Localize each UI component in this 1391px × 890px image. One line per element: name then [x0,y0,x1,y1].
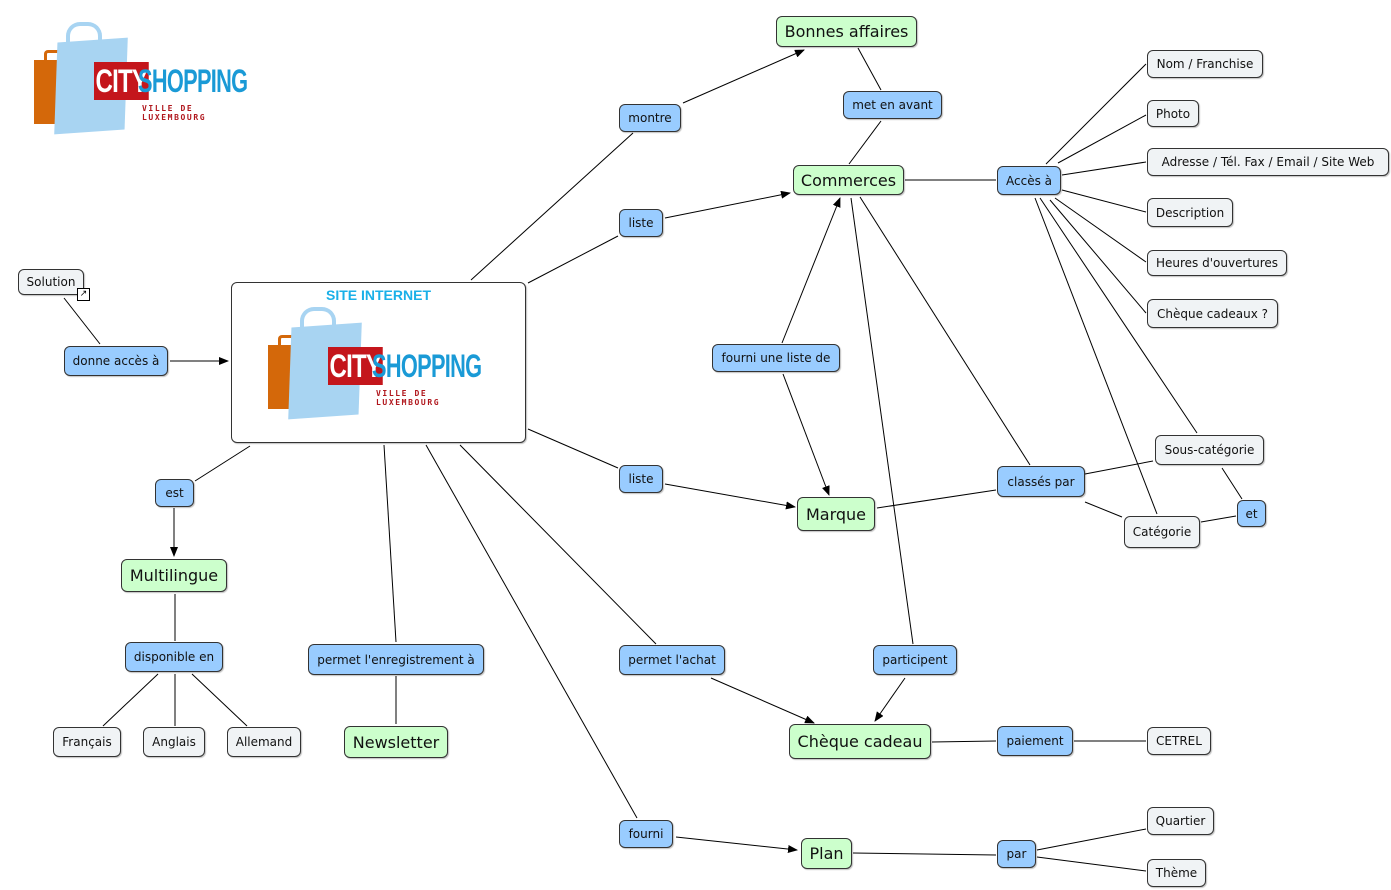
logo-subtitle: VILLE DE LUXEMBOURG [142,104,207,122]
logo-city-text: CITY [94,62,149,100]
leaf-allemand[interactable]: Allemand [227,727,301,757]
shortcut-arrow-icon[interactable]: ↗ [77,288,90,301]
concept-commerces[interactable]: Commerces [793,165,904,195]
leaf-cheque-cadeaux[interactable]: Chèque cadeaux ? [1147,299,1278,328]
link-classes-par[interactable]: classés par [997,466,1085,497]
concept-cheque-cadeau[interactable]: Chèque cadeau [789,724,931,759]
leaf-heures[interactable]: Heures d'ouvertures [1147,250,1287,276]
concept-newsletter[interactable]: Newsletter [344,726,448,758]
concept-marque[interactable]: Marque [797,497,875,531]
leaf-categorie[interactable]: Catégorie [1124,516,1200,548]
city-shopping-logo: CITY SHOPPING VILLE DE LUXEMBOURG [34,22,254,137]
concept-bonnes-affaires[interactable]: Bonnes affaires [776,16,917,47]
logo-shopping-text: SHOPPING [138,63,248,99]
link-donne-acces[interactable]: donne accès à [64,346,168,376]
link-montre[interactable]: montre [619,104,681,132]
leaf-solution[interactable]: Solution [18,269,84,295]
leaf-description[interactable]: Description [1147,198,1233,227]
leaf-theme[interactable]: Thème [1147,859,1206,887]
link-met-en-avant[interactable]: met en avant [843,91,942,119]
site-internet-node[interactable]: SITE INTERNET CITY SHOPPING VILLE DE LUX… [231,282,526,443]
leaf-nom-franchise[interactable]: Nom / Franchise [1147,50,1263,78]
logo-shopping-text: SHOPPING [372,348,482,384]
leaf-sous-categorie[interactable]: Sous-catégorie [1155,435,1264,465]
link-liste-commerces[interactable]: liste [619,209,663,237]
leaf-adresse[interactable]: Adresse / Tél. Fax / Email / Site Web [1147,148,1389,176]
leaf-photo[interactable]: Photo [1147,100,1199,127]
link-disponible-en[interactable]: disponible en [125,642,223,672]
link-fourni[interactable]: fourni [619,820,673,848]
link-est[interactable]: est [155,479,194,507]
site-logo: CITY SHOPPING VILLE DE LUXEMBOURG [268,307,488,422]
concept-multilingue[interactable]: Multilingue [121,559,227,592]
link-et[interactable]: et [1237,500,1266,527]
leaf-quartier[interactable]: Quartier [1147,807,1214,835]
link-fourni-liste[interactable]: fourni une liste de [712,344,840,372]
link-liste-marque[interactable]: liste [619,465,663,493]
link-par[interactable]: par [997,840,1036,868]
leaf-francais[interactable]: Français [53,727,121,757]
link-participent[interactable]: participent [873,645,957,675]
concept-plan[interactable]: Plan [801,838,852,869]
link-permet-achat[interactable]: permet l'achat [619,645,725,675]
site-internet-title: SITE INTERNET [325,287,431,303]
logo-city-text: CITY [328,347,383,385]
leaf-cetrel[interactable]: CETREL [1147,727,1211,755]
link-acces-a[interactable]: Accès à [997,166,1061,195]
leaf-anglais[interactable]: Anglais [143,727,205,757]
logo-subtitle: VILLE DE LUXEMBOURG [376,389,441,407]
link-permet-enregistrement[interactable]: permet l'enregistrement à [308,644,484,675]
link-paiement[interactable]: paiement [997,726,1073,756]
